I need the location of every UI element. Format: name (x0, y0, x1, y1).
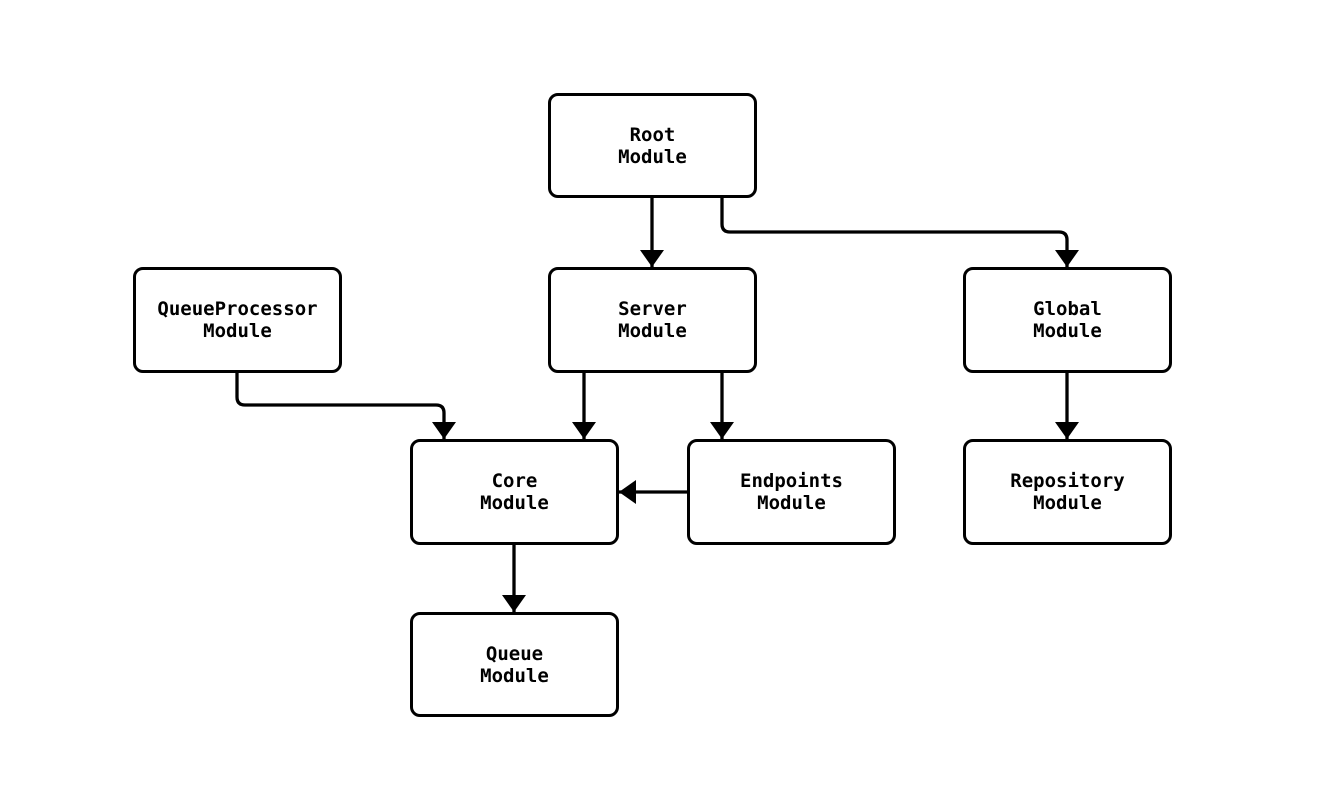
node-label-line: Server (618, 298, 687, 320)
node-label-line: Module (203, 320, 272, 342)
edge-root-to-global (720, 198, 1079, 267)
node-label-line: Module (757, 492, 826, 514)
node-label-line: Global (1033, 298, 1102, 320)
node-label-line: Module (480, 492, 549, 514)
node-label-line: Module (618, 145, 687, 168)
node-label-line: Queue (485, 642, 544, 665)
node-label-line: Module (618, 320, 687, 342)
node-label-line: QueueProcessor (157, 298, 318, 320)
node-label-line: Repository (1010, 470, 1125, 492)
node-label-line: Module (1033, 492, 1102, 514)
node-label-line: Module (480, 664, 549, 687)
edge-queue-processor-to-core (235, 373, 456, 439)
node-label-line: Root (629, 123, 676, 146)
node-label-line: Endpoints (740, 470, 843, 492)
node-label-line: Module (1033, 320, 1102, 342)
node-label-line: Core (491, 470, 538, 492)
